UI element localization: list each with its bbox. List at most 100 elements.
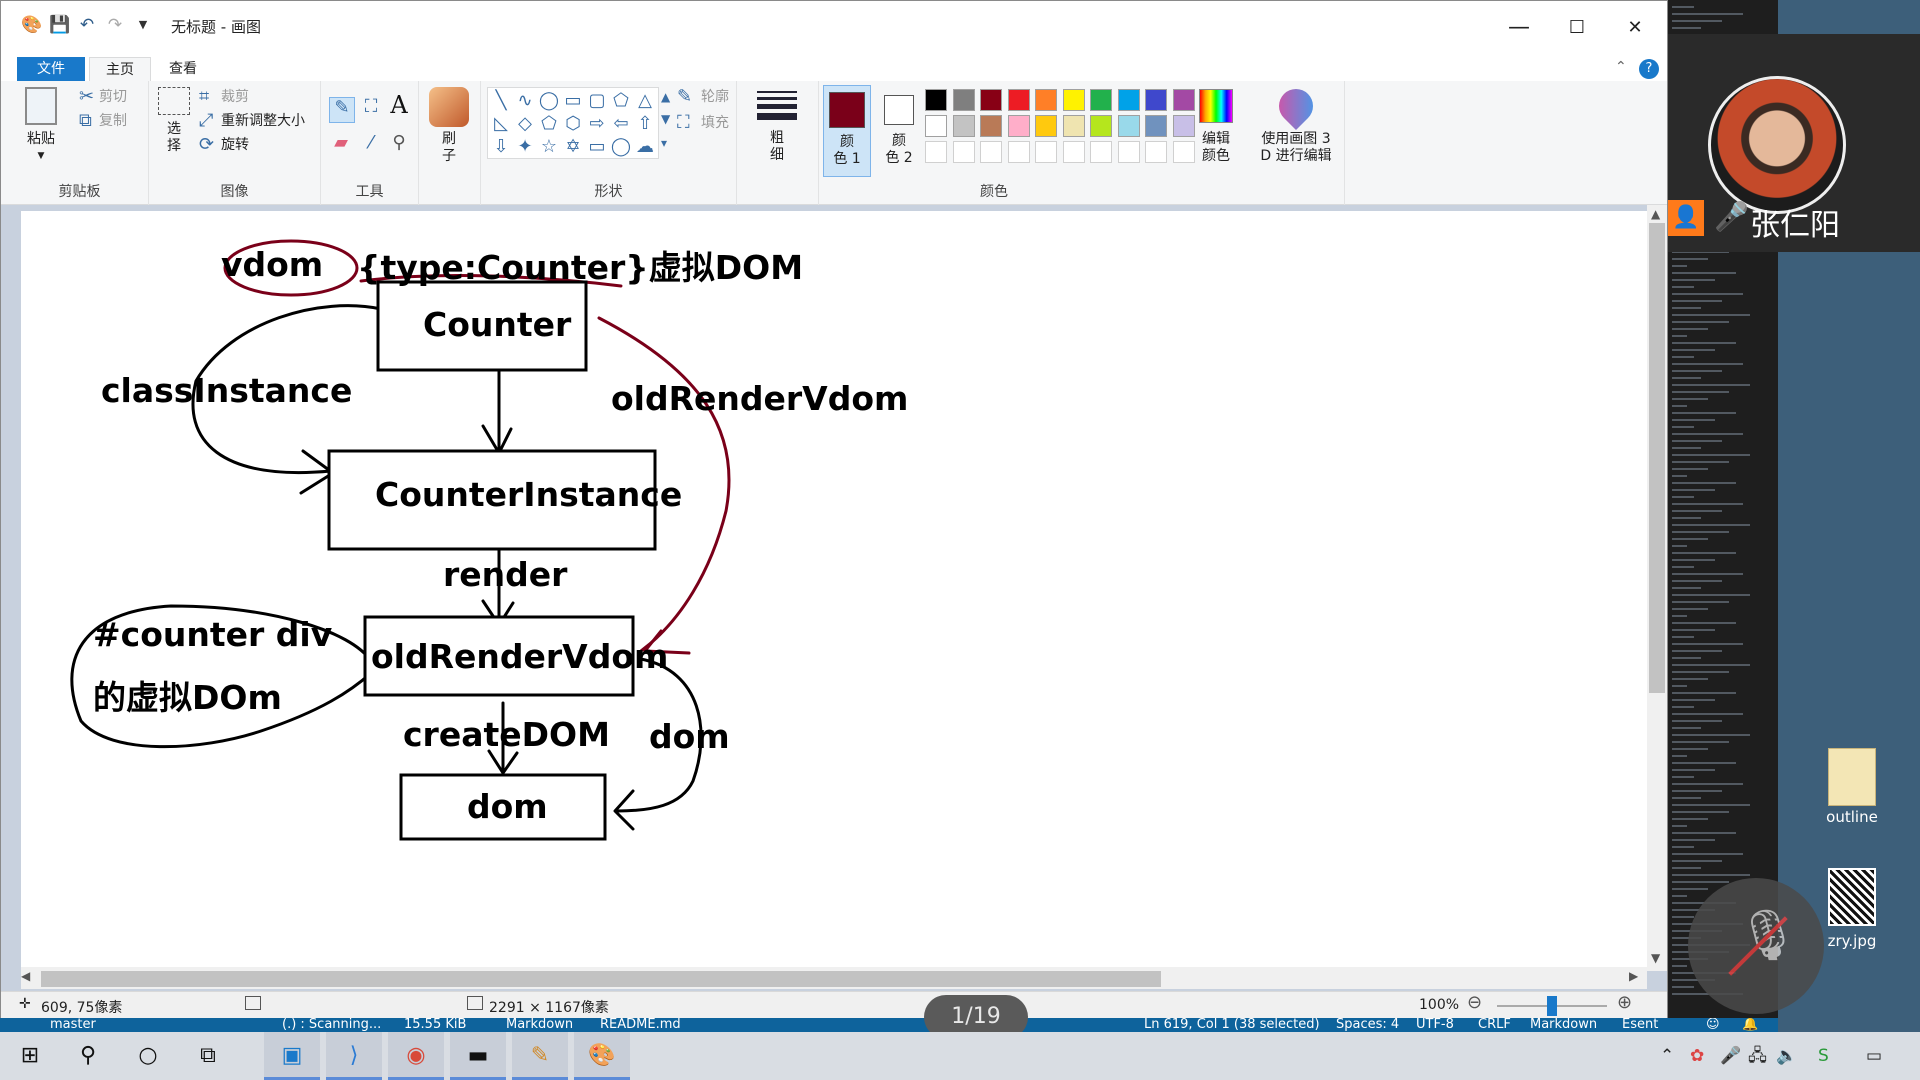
zoom-in-icon[interactable]: ⊕ xyxy=(1617,992,1633,1013)
scroll-left-arrow-icon[interactable]: ◀ xyxy=(21,969,31,983)
oval-shape-icon[interactable]: ◯ xyxy=(538,90,560,111)
save-icon[interactable]: 💾 xyxy=(49,15,71,35)
taskbar-photos-icon[interactable]: ▣ xyxy=(264,1032,320,1080)
outline-button[interactable]: 轮廓 xyxy=(701,89,729,105)
color-swatch[interactable] xyxy=(1172,115,1195,137)
color-swatch[interactable] xyxy=(1145,115,1167,137)
close-button[interactable]: ✕ xyxy=(1627,17,1643,38)
cloud-callout-icon[interactable]: ☁ xyxy=(636,136,654,157)
document-icon[interactable] xyxy=(1828,748,1876,806)
line-shape-icon[interactable]: ╲ xyxy=(495,90,507,111)
color-swatch[interactable] xyxy=(1007,89,1030,111)
undo-icon[interactable]: ↶ xyxy=(79,15,95,35)
customize-dropdown-icon[interactable]: ▼ xyxy=(138,18,148,31)
callout-rect-icon[interactable]: ▭ xyxy=(588,136,606,157)
crop-button[interactable]: 裁剪 xyxy=(221,89,249,105)
task-view-icon[interactable]: ⧉ xyxy=(200,1043,216,1068)
rectangle-shape-icon[interactable]: ▭ xyxy=(564,90,582,111)
color-swatch[interactable] xyxy=(952,89,975,111)
four-point-star-icon[interactable]: ✦ xyxy=(517,136,533,157)
color-swatch[interactable] xyxy=(980,141,1002,163)
color-swatch[interactable] xyxy=(925,141,947,163)
paste-button[interactable]: 粘贴 ▼ xyxy=(21,87,61,165)
color-swatch[interactable] xyxy=(1117,89,1140,111)
scroll-up-icon[interactable]: ▲ xyxy=(661,90,671,104)
up-arrow-shape-icon[interactable]: ⇧ xyxy=(637,113,653,134)
minimize-button[interactable]: — xyxy=(1508,15,1530,40)
color-swatch[interactable] xyxy=(1117,141,1140,163)
callout-oval-icon[interactable]: ◯ xyxy=(610,136,632,157)
color-swatch[interactable] xyxy=(1062,89,1085,111)
drawing-canvas[interactable]: vdom {type:Counter}虚拟DOM Counter classIn… xyxy=(21,211,1647,967)
down-arrow-shape-icon[interactable]: ⇩ xyxy=(493,136,509,157)
color-swatch[interactable] xyxy=(1145,141,1167,163)
taskbar-chrome-icon[interactable]: ◉ xyxy=(388,1032,444,1080)
file-menu-tab[interactable]: 文件 xyxy=(17,57,85,81)
rotate-button[interactable]: 旋转 xyxy=(221,137,249,153)
zoom-slider-thumb[interactable] xyxy=(1547,996,1557,1016)
edit-colors-button[interactable]: 编辑 颜色 xyxy=(1191,85,1241,165)
left-arrow-shape-icon[interactable]: ⇦ xyxy=(613,113,629,134)
color-swatch[interactable] xyxy=(1062,141,1085,163)
triangle-shape-icon[interactable]: △ xyxy=(638,90,652,111)
color-swatch[interactable] xyxy=(952,141,975,163)
pencil-icon[interactable]: ✎ xyxy=(329,97,355,123)
pentagon-shape-icon[interactable]: ⬠ xyxy=(541,113,557,134)
taskbar-vscode-icon[interactable]: ⟩ xyxy=(326,1032,382,1080)
select-button[interactable]: 选 择 xyxy=(155,87,193,155)
color-swatch[interactable] xyxy=(1007,141,1030,163)
color-swatch[interactable] xyxy=(1145,89,1167,111)
cortana-icon[interactable]: ○ xyxy=(138,1043,158,1068)
diamond-shape-icon[interactable]: ◇ xyxy=(518,113,532,134)
scroll-down-arrow-icon[interactable]: ▼ xyxy=(1651,951,1661,965)
copy-button[interactable]: 复制 xyxy=(99,113,127,129)
rounded-rectangle-shape-icon[interactable]: ▢ xyxy=(588,90,606,111)
taskbar-terminal-icon[interactable]: ▬ xyxy=(450,1032,506,1080)
feedback-icon[interactable]: ☺ xyxy=(1706,1018,1720,1032)
color-picker-icon[interactable]: ⁄ xyxy=(369,132,373,153)
hexagon-shape-icon[interactable]: ⬡ xyxy=(565,113,581,134)
tray-volume-icon[interactable]: 🔈 xyxy=(1776,1046,1798,1066)
color-swatch[interactable] xyxy=(1172,89,1195,111)
color1-button[interactable]: 颜 色 1 xyxy=(823,85,871,177)
five-point-star-icon[interactable]: ☆ xyxy=(540,136,558,157)
fill-button[interactable]: 填充 xyxy=(701,115,729,131)
color-swatch[interactable] xyxy=(1035,141,1057,163)
tab-view[interactable]: 查看 xyxy=(169,61,197,77)
action-center-icon[interactable]: ▭ xyxy=(1866,1046,1883,1066)
horizontal-scroll-thumb[interactable] xyxy=(41,971,1161,987)
color-swatch[interactable] xyxy=(1062,115,1085,137)
tray-app-icon[interactable]: ✿ xyxy=(1690,1046,1705,1066)
resize-button[interactable]: 重新调整大小 xyxy=(221,113,305,129)
muted-mic-overlay[interactable]: 🎙 xyxy=(1688,878,1824,1014)
six-point-star-icon[interactable]: ✡ xyxy=(565,136,581,157)
tray-network-icon[interactable]: 🖧 xyxy=(1748,1046,1767,1066)
tray-chevron-icon[interactable]: ⌃ xyxy=(1660,1046,1675,1066)
color-swatch[interactable] xyxy=(952,115,975,137)
zoom-out-icon[interactable]: ⊖ xyxy=(1467,992,1483,1013)
tray-mic-icon[interactable]: 🎤 xyxy=(1720,1046,1742,1066)
scroll-down-icon[interactable]: ▼ xyxy=(661,112,671,126)
color-swatch[interactable] xyxy=(925,89,947,111)
cut-button[interactable]: 剪切 xyxy=(99,89,127,105)
color-swatch[interactable] xyxy=(1035,115,1057,137)
paint3d-button[interactable]: 使用画图 3 D 进行编辑 xyxy=(1251,81,1341,165)
right-arrow-shape-icon[interactable]: ⇨ xyxy=(589,113,605,134)
color-swatch[interactable] xyxy=(1090,141,1112,163)
scroll-right-arrow-icon[interactable]: ▶ xyxy=(1629,969,1639,983)
vertical-scroll-thumb[interactable] xyxy=(1649,223,1665,693)
color-swatch[interactable] xyxy=(980,115,1002,137)
search-icon[interactable]: ⚲ xyxy=(79,1043,97,1068)
color-swatch[interactable] xyxy=(1117,115,1140,137)
curve-shape-icon[interactable]: ∿ xyxy=(517,90,533,111)
color-swatch[interactable] xyxy=(980,89,1002,111)
color-swatch[interactable] xyxy=(925,115,947,137)
scroll-up-arrow-icon[interactable]: ▲ xyxy=(1651,207,1661,221)
color-swatch[interactable] xyxy=(1035,89,1057,111)
help-button[interactable]: ? xyxy=(1639,59,1659,79)
redo-icon[interactable]: ↷ xyxy=(107,15,123,35)
right-triangle-shape-icon[interactable]: ◺ xyxy=(494,113,508,134)
color2-button[interactable]: 颜 色 2 xyxy=(875,85,923,177)
magnifier-icon[interactable]: ⚲ xyxy=(392,132,406,153)
collapse-ribbon-icon[interactable]: ⌃ xyxy=(1615,59,1627,75)
